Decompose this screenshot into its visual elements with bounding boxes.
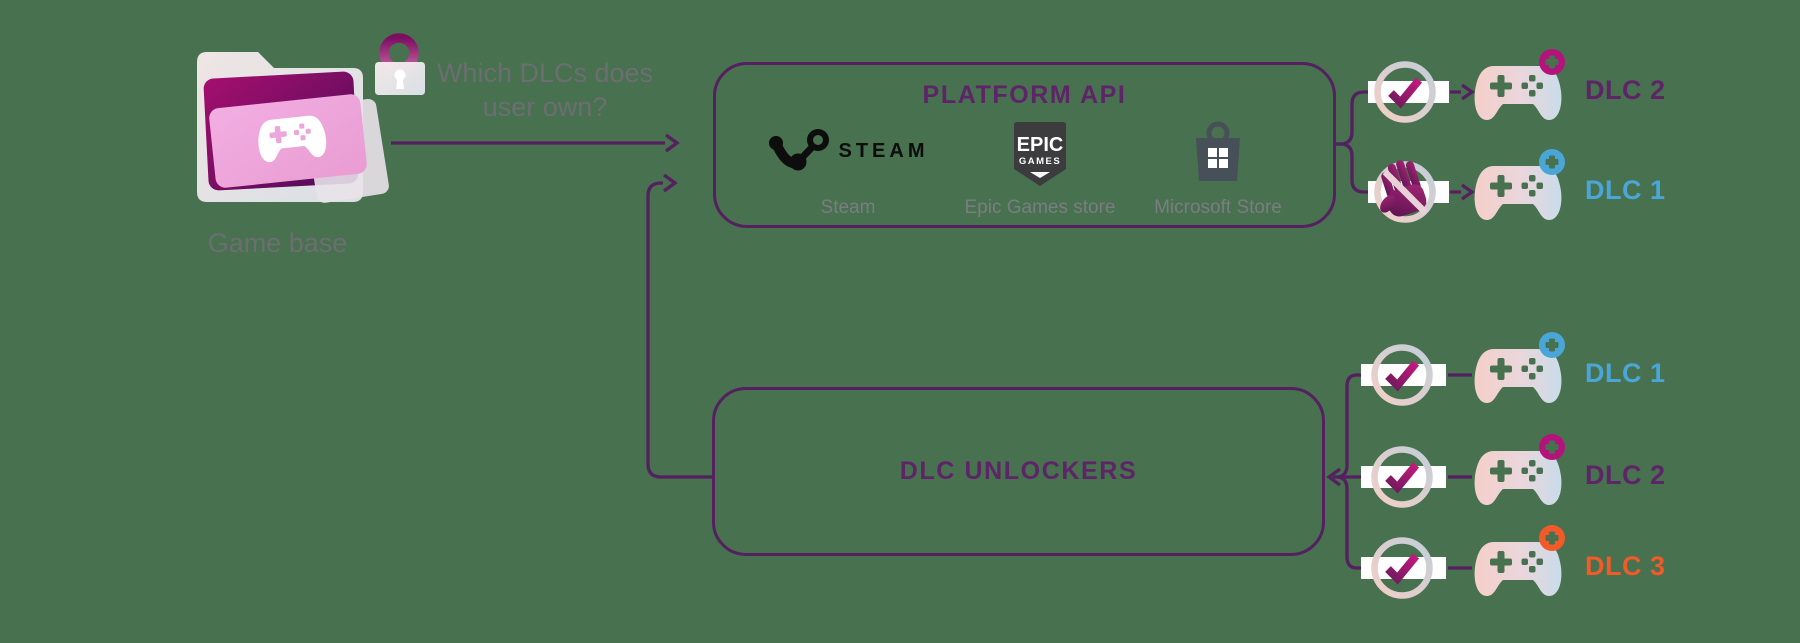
lock-icon xyxy=(375,33,425,95)
steam-logo: STEAM xyxy=(748,123,948,179)
dlc-label-unlocker-dlc3: DLC 3 xyxy=(1585,551,1666,581)
check-icon xyxy=(1388,77,1423,109)
microsoft-store-icon xyxy=(1196,121,1240,181)
connector-unlockers-to-platform xyxy=(646,181,714,479)
lock-keyhole xyxy=(394,69,406,81)
platform-api-title: PLATFORM API xyxy=(922,81,1127,109)
dlc-unlockers-box: DLC UNLOCKERS xyxy=(712,387,1325,556)
game-base-folder-icon xyxy=(197,52,389,203)
platform-api-box: PLATFORM API STEAM Steam EPIC GAMES Ep xyxy=(713,62,1336,228)
gamepad-unlocker-dlc3 xyxy=(1474,525,1565,596)
dlc-label-unlocker-dlc1: DLC 1 xyxy=(1585,358,1666,388)
question-line2: user own? xyxy=(482,92,608,122)
gamepad-platform-dlc1 xyxy=(1474,149,1565,220)
microsoft-store-name: Microsoft Store xyxy=(1154,197,1282,218)
epic-games-icon: EPIC GAMES xyxy=(1014,122,1066,186)
microsoft-store-logo xyxy=(1128,117,1308,189)
check-icon xyxy=(1385,462,1420,494)
steam-icon xyxy=(768,129,829,171)
dlc-label-platform-dlc1: DLC 1 xyxy=(1585,175,1666,205)
lock-keyhole-stem xyxy=(396,77,404,89)
question-line1: Which DLCs does xyxy=(436,58,654,88)
epic-name: Epic Games store xyxy=(964,197,1116,218)
dlc-label-platform-dlc2: DLC 2 xyxy=(1585,75,1666,105)
arrowhead-unlockers-to-platform xyxy=(663,173,678,193)
arrowhead-into-unlockers xyxy=(1326,467,1341,487)
epic-logo-line1: EPIC xyxy=(1017,134,1064,156)
gamepad-unlocker-dlc1 xyxy=(1474,332,1565,403)
check-circle-unlocker-dlc3 xyxy=(1371,537,1433,599)
question-text: Which DLCs does user own? xyxy=(395,56,695,124)
steam-logo-text: STEAM xyxy=(838,139,929,162)
gamepad-glyph-white xyxy=(258,115,327,163)
check-icon xyxy=(1385,553,1420,585)
check-circle-unlocker-dlc1 xyxy=(1371,344,1433,406)
check-circle-platform-dlc2 xyxy=(1374,61,1436,123)
gamepad-platform-dlc2 xyxy=(1474,49,1565,120)
dlc-label-unlocker-dlc2: DLC 2 xyxy=(1585,460,1666,490)
blocked-slash xyxy=(1382,169,1429,216)
check-icon xyxy=(1385,360,1420,392)
gamepad-unlocker-dlc2 xyxy=(1474,434,1565,505)
blocked-circle-platform-dlc1 xyxy=(1374,160,1436,223)
check-circle-unlocker-dlc2 xyxy=(1371,446,1433,508)
game-base-label: Game base xyxy=(207,228,348,258)
arrowhead-gamebase-to-platform xyxy=(665,133,680,153)
dlc-unlockers-title: DLC UNLOCKERS xyxy=(899,457,1138,485)
epic-logo-chevron xyxy=(1030,172,1050,178)
epic-logo-line2: GAMES xyxy=(1019,156,1061,167)
epic-games-logo: EPIC GAMES xyxy=(950,113,1130,197)
steam-name: Steam xyxy=(820,197,876,218)
